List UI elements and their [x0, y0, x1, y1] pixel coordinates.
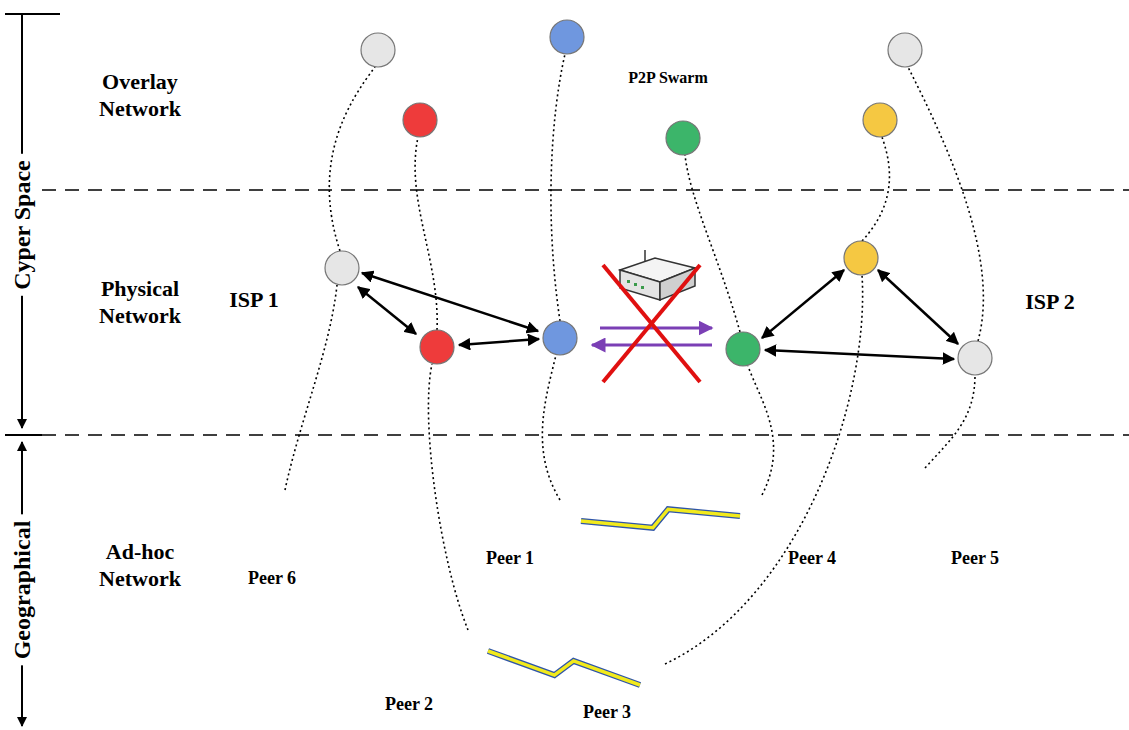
- peer-phone: Peer 3: [640, 664, 676, 724]
- axis-label: Geographical: [7, 515, 37, 666]
- phone-icon: [270, 490, 306, 550]
- peer-phone: Peer 1: [545, 500, 581, 560]
- peer-label: Peer 6: [248, 568, 296, 589]
- peer-label: Peer 1: [486, 548, 534, 569]
- phone-icon: [740, 495, 776, 555]
- peer-label: Peer 3: [583, 702, 631, 723]
- peer-phone: Peer 6: [270, 490, 306, 550]
- peer-phone: Peer 5: [903, 468, 939, 528]
- wireless-link: [581, 509, 740, 527]
- network-name: ISP 1: [229, 287, 279, 313]
- peer-label: Peer 4: [788, 548, 836, 569]
- peer-phone: Peer 2: [452, 630, 488, 690]
- network-name: ISP 2: [1025, 289, 1075, 315]
- peer-phone: Peer 4: [740, 495, 776, 555]
- network-ellipse: ISP 1: [205, 195, 700, 405]
- phone-icon: [545, 500, 581, 560]
- network-ellipse: ISP 2: [600, 195, 1094, 405]
- axis-label: Cyper Space: [7, 154, 37, 296]
- layer-label: Ad-hoc Network: [80, 538, 200, 593]
- network-ellipse: P2P Swarm: [258, 28, 1042, 128]
- network-name: P2P Swarm: [628, 69, 708, 87]
- phone-icon: [903, 468, 939, 528]
- ellipse-outline: [600, 195, 1094, 405]
- peer-label: Peer 5: [951, 548, 999, 569]
- wireless-link: [488, 651, 640, 685]
- peer-label: Peer 2: [385, 694, 433, 715]
- layer-label: Physical Network: [80, 275, 200, 330]
- ellipse-outline: [205, 195, 700, 405]
- layer-label: Overlay Network: [80, 68, 200, 123]
- phone-icon: [452, 630, 488, 690]
- phone-icon: [640, 664, 676, 724]
